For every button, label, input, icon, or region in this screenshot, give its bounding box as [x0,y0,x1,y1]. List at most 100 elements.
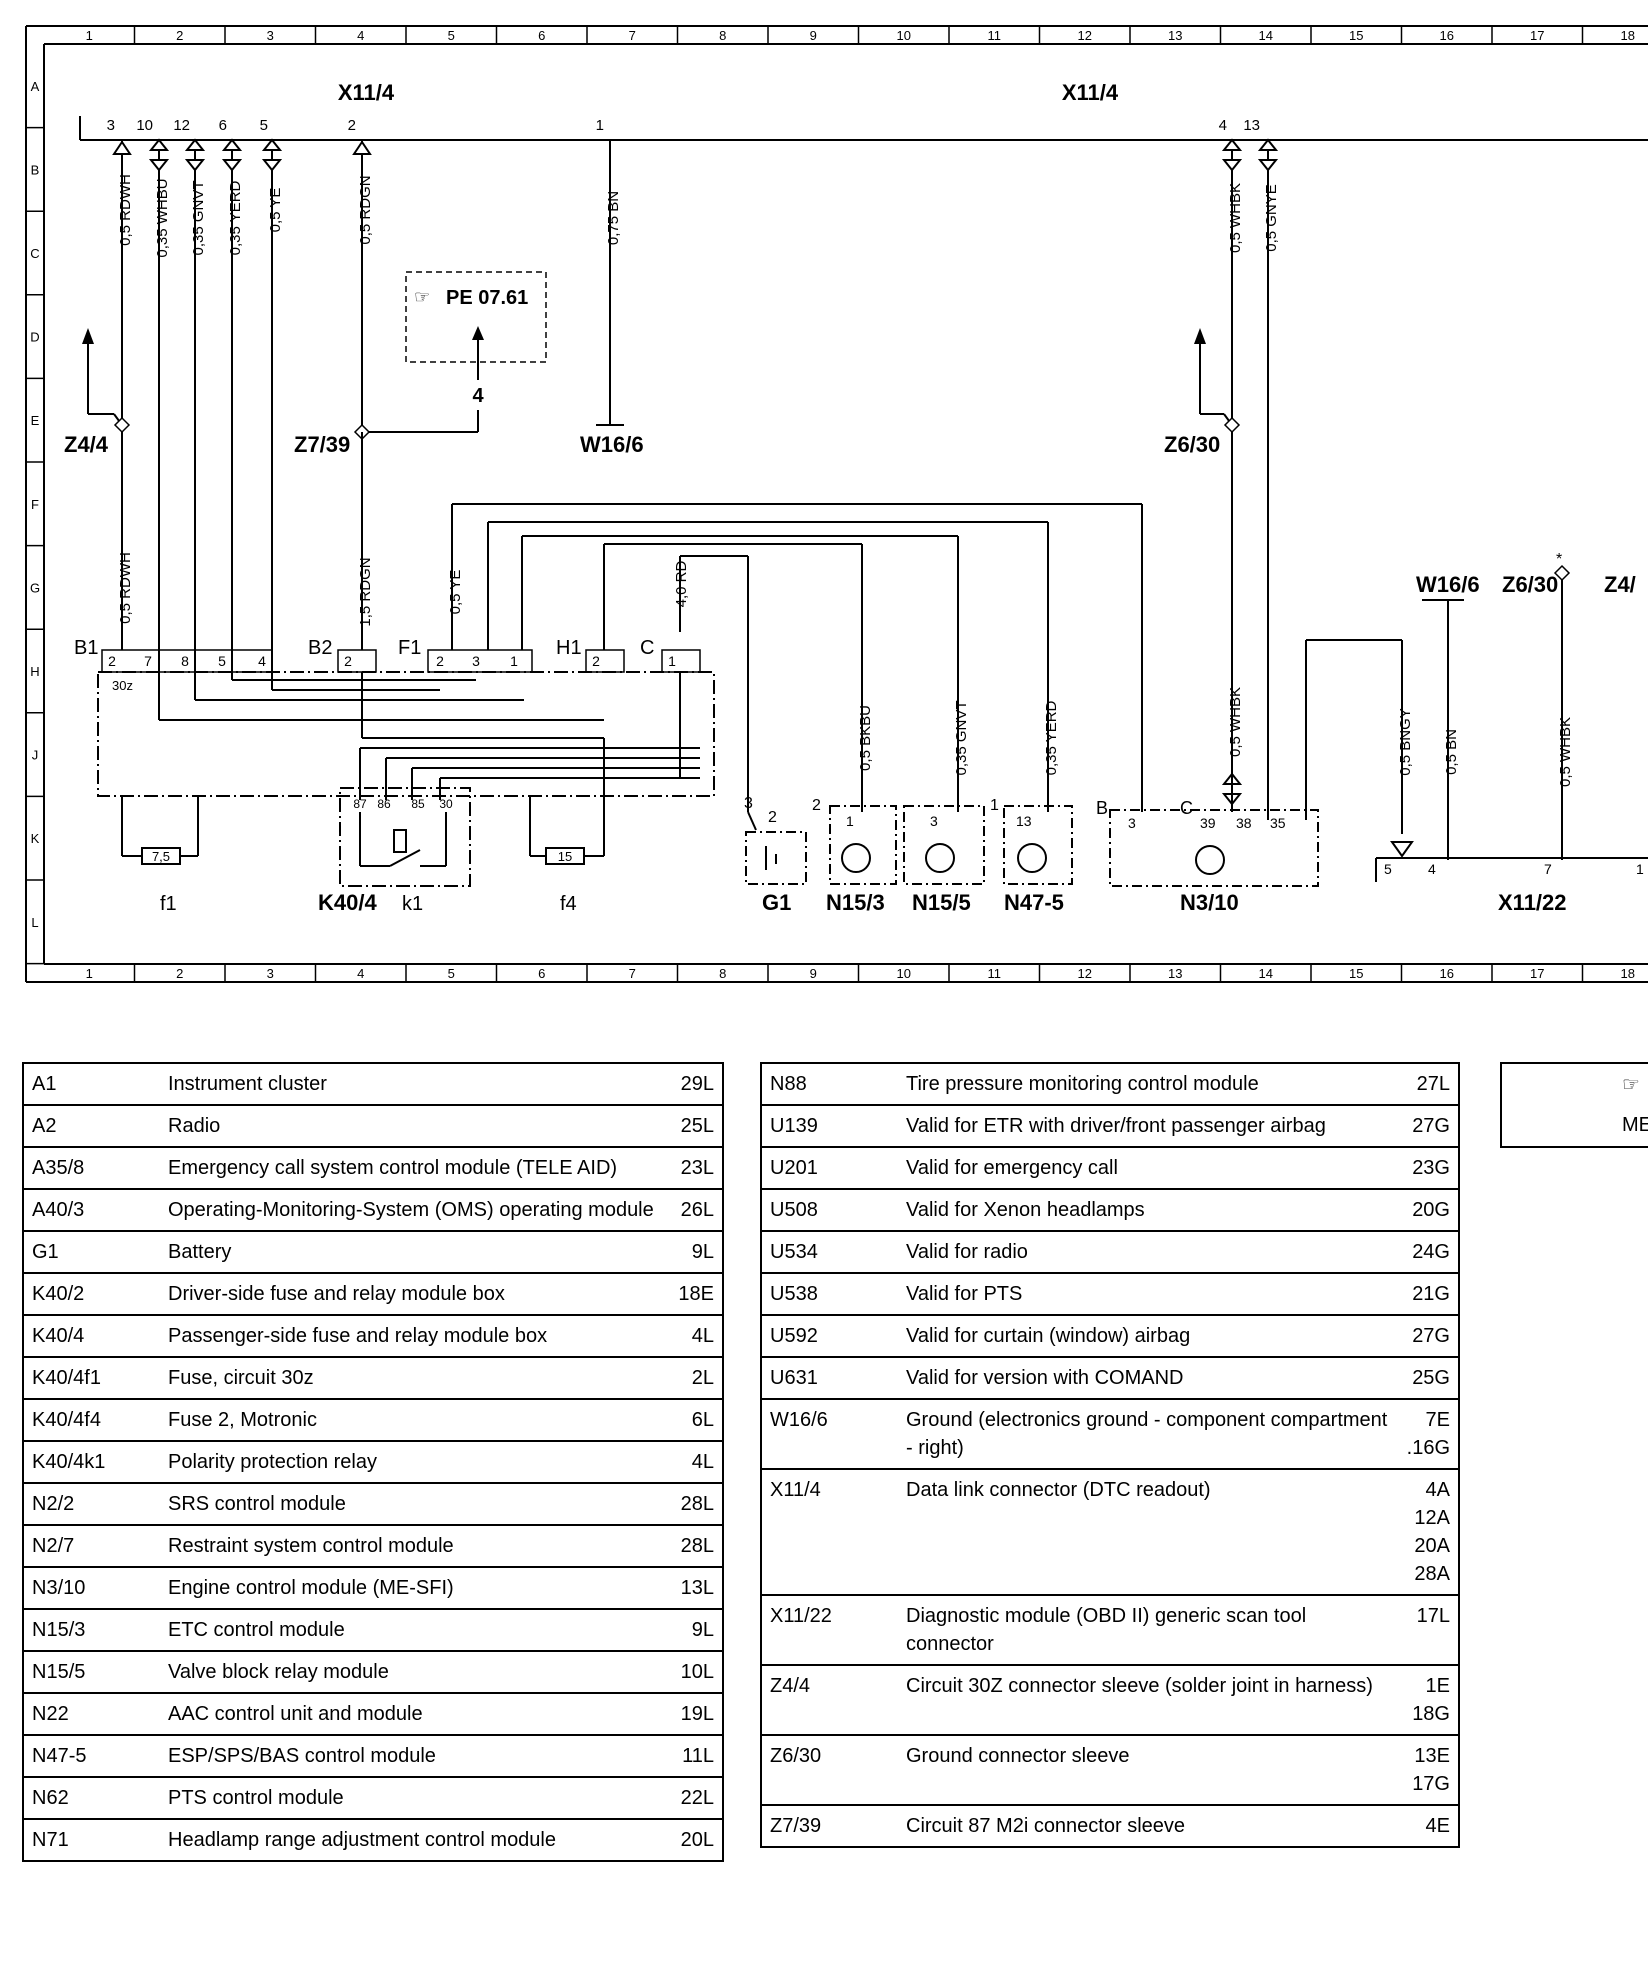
module-pin: 1 [990,797,999,814]
legend-location: 26L [662,1188,723,1232]
fuse-pin: 5 [218,653,226,669]
legend-location: 28L [662,1482,723,1526]
grid-row-label: A [31,79,40,94]
label-30z: 30z [112,678,133,693]
grid-column-label: 12 [1078,966,1092,981]
label-k40-4: K40/4 [318,890,377,915]
splice-z4-right: Z4/ [1604,572,1636,597]
grid-column-label: 9 [810,28,817,43]
legend-description: Valid for version with COMAND [898,1356,1398,1400]
top-pin: 4 [1219,117,1227,134]
legend-location: 22L [662,1776,723,1820]
legend-description: Radio [160,1104,662,1148]
battery-pin: 2 [768,809,777,826]
top-pin: 5 [260,117,268,134]
wire-label: 4,0 RD [673,560,690,607]
x11-22-pin: 5 [1384,861,1392,877]
arrow-up-icon [82,328,94,344]
legend-location: 4A 12A 20A 28A [1398,1468,1459,1596]
legend-location: 27G [1398,1314,1459,1358]
grid-column-label: 16 [1440,28,1454,43]
legend-code: Z6/30 [761,1734,898,1806]
grid-column-label: 10 [897,966,911,981]
x11-22-pin: 1 [1636,861,1644,877]
legend-code: A40/3 [23,1188,160,1232]
legend-code: N47-5 [23,1734,160,1778]
top-pin: 3 [107,117,115,134]
legend-description: Valid for radio [898,1230,1398,1274]
legend-location: 20L [662,1818,723,1862]
diagram-frame [25,25,1648,983]
wire-label: 0,5 YE [447,570,464,615]
grid-column-label: 10 [897,28,911,43]
label-f4: f4 [560,893,577,915]
legend-location: 1E 18G [1398,1664,1459,1736]
top-pin: 13 [1243,117,1260,134]
legend-description: Operating-Monitoring-System (OMS) operat… [160,1188,662,1232]
grid-column-label: 3 [267,28,274,43]
legend-code: U201 [761,1146,898,1190]
fusebox-outline [97,671,715,797]
grid-column-label: 9 [810,966,817,981]
fuse-pin: 1 [668,653,676,669]
wire-label: 0,35 WHBU [154,178,171,257]
grid-row-label: H [30,664,39,679]
legend-location: 6L [662,1398,723,1442]
splice-w16-6-right: W16/6 [1416,572,1480,597]
legend-code: N2/7 [23,1524,160,1568]
wire-label: 0,35 YERD [227,180,244,255]
module-n15-5: N15/5 [912,890,971,915]
legend-location: 18E [662,1272,723,1316]
fuse-pin: 3 [472,653,480,669]
grid-row-label: C [30,246,39,261]
module-pin: B [1096,798,1108,818]
grid-column-label: 2 [176,966,183,981]
legend-location: 23G [1398,1146,1459,1190]
legend-description: Valid for PTS [898,1272,1398,1316]
splice-z4-4: Z4/4 [64,432,109,457]
legend-location: 2L [662,1356,723,1400]
legend-location: 10L [662,1650,723,1694]
fusebox-wires [121,432,1143,857]
legend-code: K40/4f1 [23,1356,160,1400]
legend-code: N88 [761,1062,898,1106]
legend-location: 27G [1398,1104,1459,1148]
legend-description: Valid for emergency call [898,1146,1398,1190]
legend-description: Emergency call system control module (TE… [160,1146,662,1190]
x11-22-pin: 4 [1428,861,1436,877]
legend-location: 25G [1398,1356,1459,1400]
x11-22-label: X11/22 [1498,890,1567,915]
wire-labels: 0,5 RDWH 0,35 WHBU 0,35 GNVT 0,35 YERD 0… [117,174,1280,257]
module-pin: 35 [1270,815,1286,831]
legend-code: W16/6 [761,1398,898,1470]
fuse-conn-h1: H1 [556,637,582,659]
fuse-f1 [141,847,181,865]
splice-z6-30: Z6/30 [1164,432,1220,457]
fuse-conn-b1: B1 [74,637,98,659]
legend-code: U508 [761,1188,898,1232]
x11-4-label-right: X11/4 [1062,80,1119,105]
legend-location: 7E .16G [1398,1398,1459,1470]
legend-description: Engine control module (ME-SFI) [160,1566,662,1610]
legend-code: N3/10 [23,1566,160,1610]
grid-row-label: L [31,915,38,930]
grid-column-label: 7 [629,28,636,43]
transistor-icon [1017,843,1047,873]
fuse-pin: 4 [258,653,266,669]
grid-column-label: 6 [538,966,545,981]
arrow-up-icon [472,326,484,340]
transistor-icon [841,843,871,873]
